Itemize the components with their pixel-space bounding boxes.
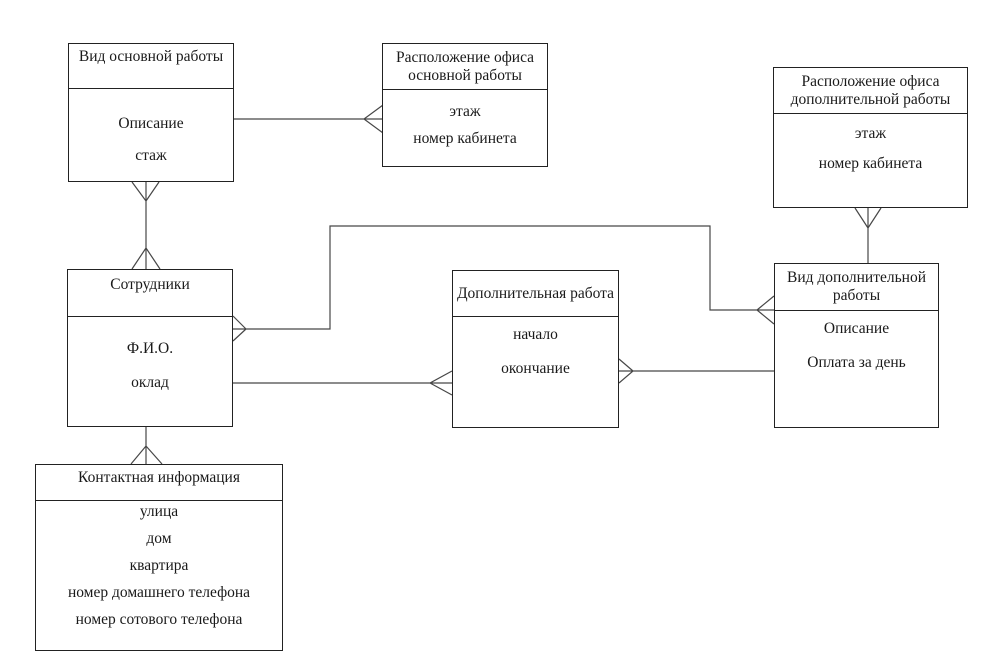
attribute: дом (146, 530, 172, 547)
attribute: номер кабинета (413, 130, 517, 147)
relationship-rasp-dop-vid-dop (854, 207, 882, 263)
entity-attributes: начало окончание (453, 317, 618, 378)
entity-sotrudniki: Сотрудники Ф.И.О. оклад (67, 269, 233, 427)
entity-title: Контактная информация (36, 465, 282, 501)
relationship-vid-osn-sotrudniki (131, 181, 161, 270)
relationship-vid-osn-rasp-osn (234, 104, 384, 134)
attribute: улица (139, 503, 179, 520)
entity-kontaktnaya-informatsiya: Контактная информация улица дом квартира… (35, 464, 283, 651)
entity-title: Сотрудники (68, 270, 232, 317)
relationship-sotrudniki-dop-rabota (233, 370, 453, 396)
entity-raspolozhenie-ofisa-osnovnoy-raboty: Расположение офиса основной работы этаж … (382, 43, 548, 167)
attribute: номер домашнего телефона (67, 584, 251, 601)
entity-title: Вид основной работы (69, 44, 233, 89)
entity-title: Дополнительная работа (453, 271, 618, 317)
attribute: Описание (118, 115, 184, 132)
entity-title: Вид дополнительной работы (775, 264, 938, 311)
relationship-sotrudniki-kontakt (130, 427, 163, 465)
relationship-dop-rabota-vid-dop (618, 358, 774, 384)
entity-attributes: Ф.И.О. оклад (68, 317, 232, 392)
entity-attributes: Описание Оплата за день (775, 311, 938, 372)
attribute: Описание (823, 320, 890, 337)
entity-raspolozhenie-ofisa-dopolnitelnoy-raboty: Расположение офиса дополнительной работы… (773, 67, 968, 208)
attribute: этаж (449, 103, 481, 120)
attribute: квартира (129, 557, 189, 574)
attribute: начало (513, 326, 558, 343)
attribute: номер кабинета (818, 155, 923, 172)
entity-title: Расположение офиса основной работы (383, 44, 547, 90)
attribute: окончание (501, 360, 570, 377)
relationship-sotrudniki-vid-dop (232, 225, 775, 342)
entity-attributes: Описание стаж (69, 89, 233, 165)
attribute: стаж (135, 147, 167, 164)
entity-vid-osnovnoy-raboty: Вид основной работы Описание стаж (68, 43, 234, 182)
attribute: Ф.И.О. (126, 340, 174, 357)
entity-attributes: этаж номер кабинета (383, 90, 547, 148)
entity-title: Расположение офиса дополнительной работы (774, 68, 967, 114)
entity-attributes: улица дом квартира номер домашнего телеф… (36, 501, 282, 629)
entity-dopolnitelnaya-rabota: Дополнительная работа начало окончание (452, 270, 619, 428)
attribute: оклад (131, 374, 169, 391)
entity-attributes: этаж номер кабинета (774, 114, 967, 173)
entity-vid-dopolnitelnoy-raboty: Вид дополнительной работы Описание Оплат… (774, 263, 939, 428)
attribute: этаж (854, 125, 887, 142)
attribute: Оплата за день (807, 354, 906, 371)
attribute: номер сотового телефона (75, 611, 243, 628)
